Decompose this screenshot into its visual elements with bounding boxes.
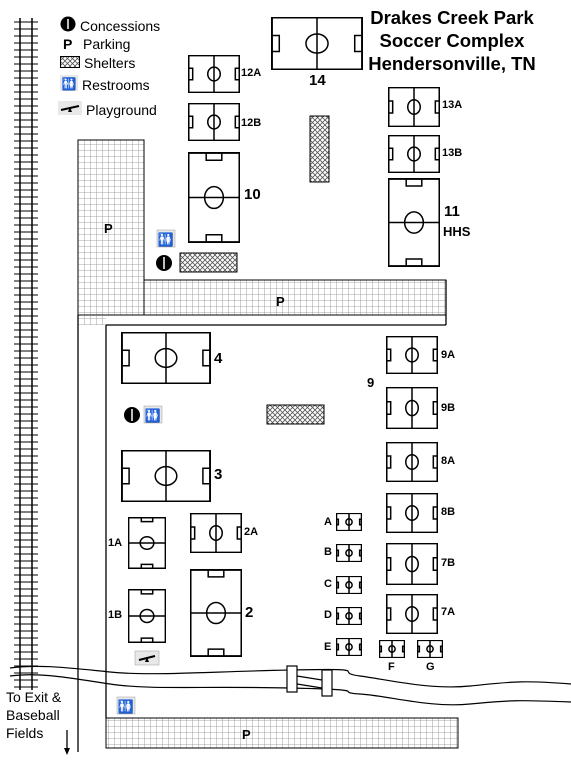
svg-text:🚻: 🚻: [145, 408, 161, 424]
legend-concessions-label: Concessions: [80, 17, 161, 34]
field-label-12a: 12A: [241, 67, 262, 79]
svg-text:🚻: 🚻: [62, 77, 77, 91]
restrooms-icon: 🚻: [156, 229, 176, 248]
exit-arrow-icon: [64, 730, 70, 755]
legend-concessions: Concessions: [60, 16, 160, 35]
field-label-f: F: [388, 661, 395, 673]
legend-shelters: Shelters: [60, 55, 135, 71]
field-label-12b: 12B: [241, 117, 262, 129]
field-label-b: B: [324, 546, 332, 558]
railroad-track: [14, 18, 38, 690]
field-label-8b: 8B: [441, 506, 456, 518]
legend-restrooms: 🚻 Restrooms: [60, 75, 150, 94]
title-line-1: Drakes Creek Park: [370, 7, 534, 28]
parking-symbol: P: [63, 36, 73, 52]
field-label-9: 9: [367, 375, 375, 390]
exit-line-2: Baseball: [6, 707, 60, 723]
field-label-9a: 9A: [441, 349, 456, 361]
field-label-13a: 13A: [442, 99, 463, 111]
shelter-icon: [60, 55, 80, 71]
field-label-d: D: [324, 609, 332, 621]
parking-label: P: [276, 294, 285, 309]
concessions-icon: [124, 407, 140, 423]
restrooms-icon: 🚻: [60, 75, 78, 94]
concessions-icon: [60, 16, 76, 35]
field-label-g: G: [426, 661, 435, 673]
field-label-4: 4: [214, 350, 223, 367]
creek: [9, 665, 571, 706]
legend-playground: Playground: [58, 101, 157, 118]
parking-lots: [77, 139, 459, 749]
svg-text:🚻: 🚻: [158, 232, 174, 248]
shelters: [179, 115, 330, 425]
field-label-14: 14: [309, 72, 326, 89]
legend-parking: P Parking: [63, 36, 130, 52]
exit-line-3: Fields: [6, 725, 44, 741]
concessions-icon: [156, 255, 172, 271]
title-line-3: Hendersonville, TN: [368, 53, 536, 74]
field-label-7b: 7B: [441, 557, 456, 569]
svg-text:🚻: 🚻: [118, 699, 134, 715]
field-label-a: A: [324, 516, 332, 528]
exit-directions: To Exit & Baseball Fields: [6, 688, 61, 742]
exit-line-1: To Exit &: [6, 689, 62, 705]
field-label-2a: 2A: [244, 526, 259, 538]
soccer-fields: [121, 17, 443, 658]
title-line-2: Soccer Complex: [379, 30, 525, 51]
field-label-2: 2: [245, 604, 254, 621]
parking-label: P: [242, 727, 251, 742]
field-label-3: 3: [214, 466, 223, 483]
field-label-1a: 1A: [108, 537, 123, 549]
legend-restrooms-label: Restrooms: [82, 76, 150, 93]
map-title: Drakes Creek Park Soccer Complex Henders…: [347, 6, 557, 75]
parking-label: P: [104, 221, 113, 236]
field-label-10: 10: [244, 186, 261, 203]
legend-parking-label: Parking: [83, 36, 131, 52]
field-label-11-hhs: HHS: [443, 224, 471, 239]
field-label-8a: 8A: [441, 455, 456, 467]
playground-icon: [134, 650, 160, 666]
field-label-7a: 7A: [441, 606, 456, 618]
restrooms-icon: 🚻: [143, 405, 163, 424]
field-label-c: C: [324, 578, 332, 590]
legend-playground-label: Playground: [86, 101, 157, 118]
restrooms-icon: 🚻: [116, 696, 136, 715]
field-label-1b: 1B: [108, 609, 123, 621]
field-label-11: 11: [444, 203, 460, 220]
field-label-9b: 9B: [441, 402, 456, 414]
playground-icon: [58, 101, 82, 118]
field-label-13b: 13B: [442, 147, 463, 159]
field-label-e: E: [324, 641, 332, 653]
legend-shelters-label: Shelters: [84, 55, 136, 71]
